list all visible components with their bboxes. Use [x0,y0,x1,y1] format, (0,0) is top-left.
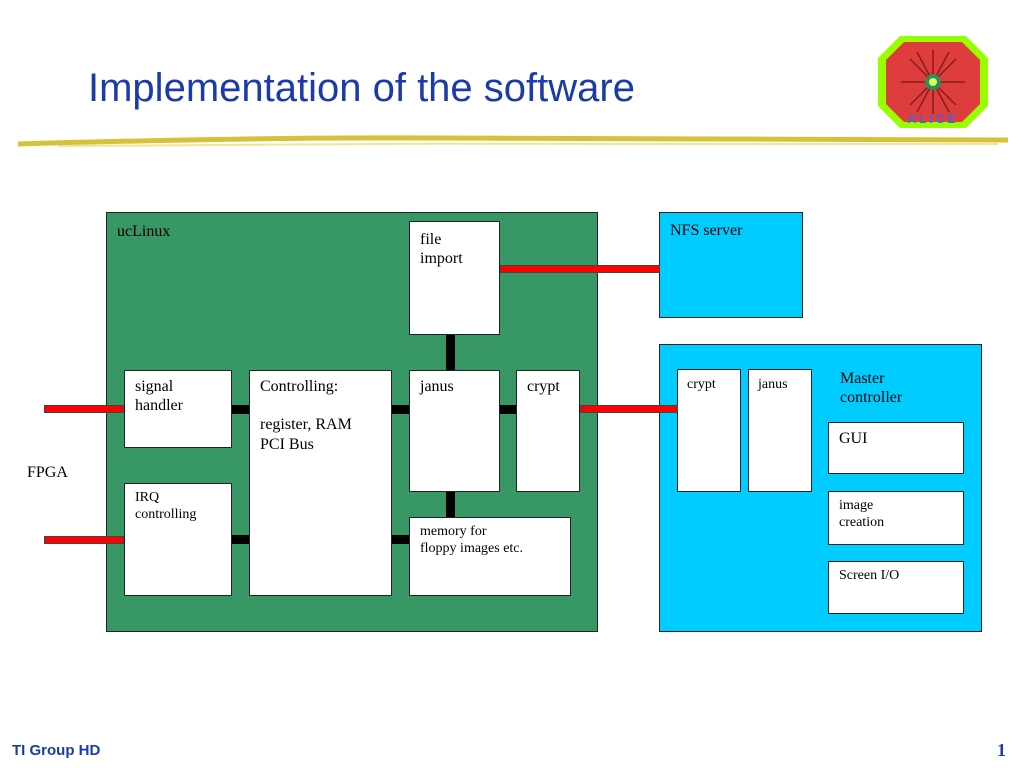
janus-to-crypt-connector [500,405,516,414]
image-creation-label: image creation [839,498,885,530]
file-import-to-janus-connector [446,335,455,370]
master-janus-box: janus [748,369,812,492]
master-crypt-label: crypt [687,377,716,392]
master-crypt-box: crypt [677,369,741,492]
nfs-server-box: NFS server [659,212,803,318]
slide-title: Implementation of the software [88,66,635,110]
controlling-to-memory-connector [392,535,409,544]
page-number: 1 [997,740,1006,760]
alice-logo-text: ALICE [907,112,959,126]
signal-handler-label: signal handler [135,378,183,415]
fpga-label: FPGA [27,464,68,481]
crypt-box: crypt [516,370,580,492]
footer-group-name: TI Group HD [12,742,101,759]
signal-handler-box: signal handler [124,370,232,448]
controlling-box: Controlling: register, RAM PCI Bus [249,370,392,596]
gui-box: GUI [828,422,964,474]
uclinux-label: ucLinux [117,223,171,240]
irq-controlling-box: IRQ controlling [124,483,232,596]
file-import-to-nfs-connector [500,265,660,273]
nfs-server-label: NFS server [670,222,743,239]
janus-box: janus [409,370,500,492]
screen-io-label: Screen I/O [839,568,900,583]
alice-logo-icon [878,36,988,128]
janus-to-memory-connector [446,492,455,517]
irq-to-controlling-connector [232,535,249,544]
memory-label: memory for floppy images etc. [420,524,524,556]
crypt-label: crypt [527,378,560,395]
crypt-to-master-connector [580,405,678,413]
fpga-to-irq-connector [44,536,124,544]
fpga-to-signal-handler-connector [44,405,124,413]
gui-label: GUI [839,430,868,447]
title-underline [18,135,1008,147]
irq-controlling-label: IRQ controlling [135,490,197,522]
controlling-to-janus-connector [392,405,409,414]
file-import-box: file import [409,221,500,335]
master-controller-label: Master controller [840,370,903,407]
alice-logo: ALICE [876,34,990,130]
master-janus-label: janus [758,377,788,392]
file-import-label: file import [420,231,463,268]
memory-box: memory for floppy images etc. [409,517,571,596]
signal-to-controlling-connector [232,405,249,414]
janus-label: janus [420,378,454,395]
screen-io-box: Screen I/O [828,561,964,614]
controlling-label: Controlling: register, RAM PCI Bus [260,378,352,453]
image-creation-box: image creation [828,491,964,545]
